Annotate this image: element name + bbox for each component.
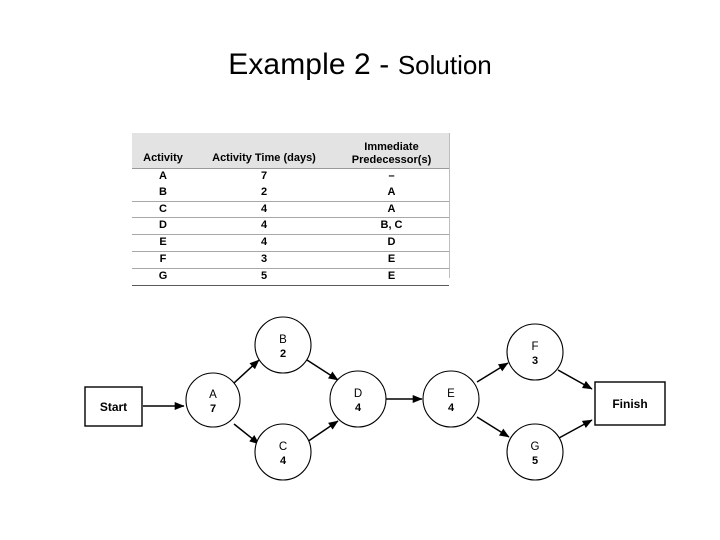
cell-activity-time: 3: [194, 251, 334, 269]
column-header-activity: Activity: [132, 133, 194, 169]
diagram-node-start[interactable]: Start: [84, 386, 143, 427]
cell-activity: B: [132, 184, 194, 202]
cell-activity-time: 4: [194, 217, 334, 236]
table-row: A 7 –: [132, 169, 449, 185]
node-d-id: D: [354, 388, 362, 400]
edge-a-to-c: [233, 423, 260, 445]
node-d-duration: 4: [355, 402, 362, 414]
cell-activity-time: 7: [260, 170, 268, 182]
cell-activity-time: 2: [194, 184, 334, 202]
node-c-circle[interactable]: [254, 423, 312, 481]
node-a-id: A: [209, 389, 217, 401]
table-right-rule: [449, 133, 450, 278]
cell-predecessors: D: [334, 234, 449, 252]
cell-predecessors: A: [334, 201, 449, 219]
finish-box-label: Finish: [612, 397, 647, 411]
node-e-id: E: [447, 388, 455, 400]
cell-activity-time: 5: [194, 268, 334, 286]
activity-table: Activity Activity Time (days) Immediate …: [132, 133, 449, 286]
cell-activity: C: [132, 201, 194, 219]
node-b-circle[interactable]: [254, 316, 312, 374]
edge-g-to-finish: [558, 419, 593, 439]
start-box-label: Start: [100, 400, 127, 414]
node-f-duration: 3: [532, 355, 538, 367]
edge-e-to-g: [476, 416, 510, 438]
cell-predecessors: –: [388, 170, 395, 182]
cell-activity-time: 4: [194, 201, 334, 219]
activity-table-grid: Activity Activity Time (days) Immediate …: [132, 133, 449, 286]
page-title-sub: Solution: [397, 50, 492, 80]
cell-predecessors: B, C: [334, 217, 449, 236]
diagram-node-b[interactable]: B 2: [254, 316, 312, 374]
cell-activity-time: 4: [194, 234, 334, 252]
cell-predecessors: E: [334, 251, 449, 269]
cell-activity: G: [132, 268, 194, 286]
diagram-node-f[interactable]: F 3: [506, 323, 564, 381]
page-title-main: Example 2 -: [228, 48, 398, 81]
node-a-duration: 7: [210, 403, 216, 415]
diagram-node-e[interactable]: E 4: [422, 370, 480, 428]
node-b-id: B: [279, 334, 287, 346]
node-g-id: G: [531, 441, 540, 453]
node-c-id: C: [279, 441, 287, 453]
column-header-predecessor-line1: Immediate: [364, 141, 419, 153]
node-b-duration: 2: [280, 348, 286, 360]
edge-a-to-b: [233, 359, 260, 384]
column-header-immediate-predecessors: Immediate Predecessor(s): [334, 133, 449, 169]
finish-box[interactable]: [594, 381, 666, 426]
start-box[interactable]: [84, 386, 143, 427]
cell-predecessors: E: [334, 268, 449, 286]
cell-activity: E: [132, 234, 194, 252]
node-d-circle[interactable]: [329, 370, 387, 428]
edge-b-to-d: [306, 359, 339, 381]
diagram-edges: [143, 359, 593, 445]
page-title: Example 2 - Solution: [0, 48, 720, 82]
diagram-node-finish[interactable]: Finish: [594, 381, 666, 426]
diagram-node-a[interactable]: A 7: [185, 372, 241, 428]
node-e-circle[interactable]: [422, 370, 480, 428]
column-header-activity-time: Activity Time (days): [194, 133, 334, 169]
diagram-node-d[interactable]: D 4: [329, 370, 387, 428]
table-header-row: Activity Activity Time (days) Immediate …: [132, 133, 449, 169]
activity-table-head: Activity Activity Time (days) Immediate …: [132, 133, 449, 169]
node-f-circle[interactable]: [506, 323, 564, 381]
node-f-id: F: [531, 341, 538, 353]
node-a-circle[interactable]: [185, 372, 241, 428]
node-g-circle[interactable]: [506, 423, 564, 481]
cell-activity: F: [132, 251, 194, 269]
cell-activity: A: [159, 170, 167, 182]
diagram-node-g[interactable]: G 5: [506, 423, 564, 481]
diagram-node-c[interactable]: C 4: [254, 423, 312, 481]
node-e-duration: 4: [448, 402, 455, 414]
node-c-duration: 4: [280, 455, 287, 467]
cell-activity: D: [132, 217, 194, 236]
cell-predecessors: A: [334, 184, 449, 202]
edge-e-to-f: [476, 362, 509, 383]
edge-f-to-finish: [557, 369, 593, 390]
node-g-duration: 5: [532, 455, 538, 467]
column-header-predecessor-line2: Predecessor(s): [351, 154, 432, 166]
edge-c-to-d: [306, 420, 339, 443]
